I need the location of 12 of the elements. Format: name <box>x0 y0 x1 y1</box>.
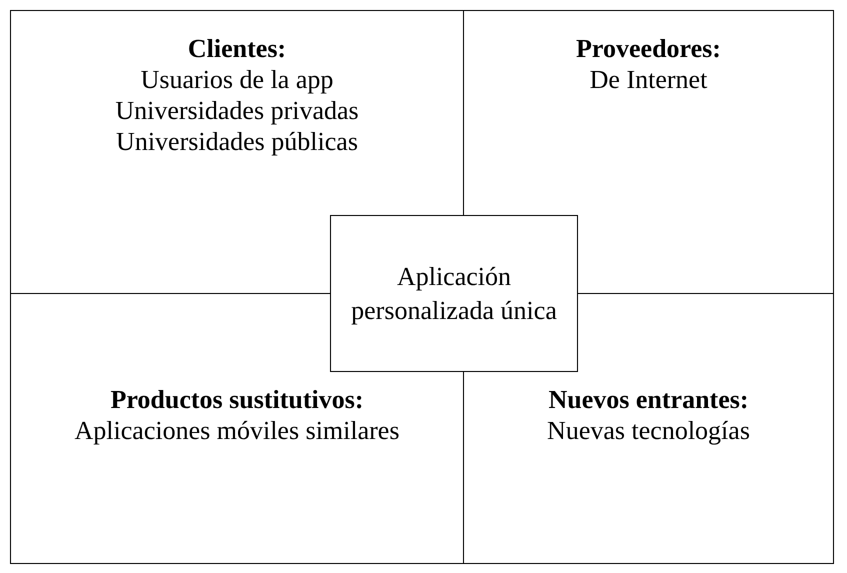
list-item: Universidades públicas <box>116 126 358 157</box>
list-item: De Internet <box>590 64 708 95</box>
list-item: Usuarios de la app <box>140 64 334 95</box>
list-item: Universidades privadas <box>115 95 359 126</box>
center-box <box>330 215 578 372</box>
center-text: Aplicación personalizada única <box>350 260 558 326</box>
list-item: Nuevas tecnologías <box>547 415 750 446</box>
list-item: Aplicaciones móviles similares <box>74 415 400 446</box>
quadrant-heading: Proveedores: <box>576 33 721 64</box>
quadrant-heading: Productos sustitutivos: <box>110 384 364 415</box>
quadrant-heading: Nuevos entrantes: <box>548 384 749 415</box>
quadrant-heading: Clientes: <box>188 33 286 64</box>
